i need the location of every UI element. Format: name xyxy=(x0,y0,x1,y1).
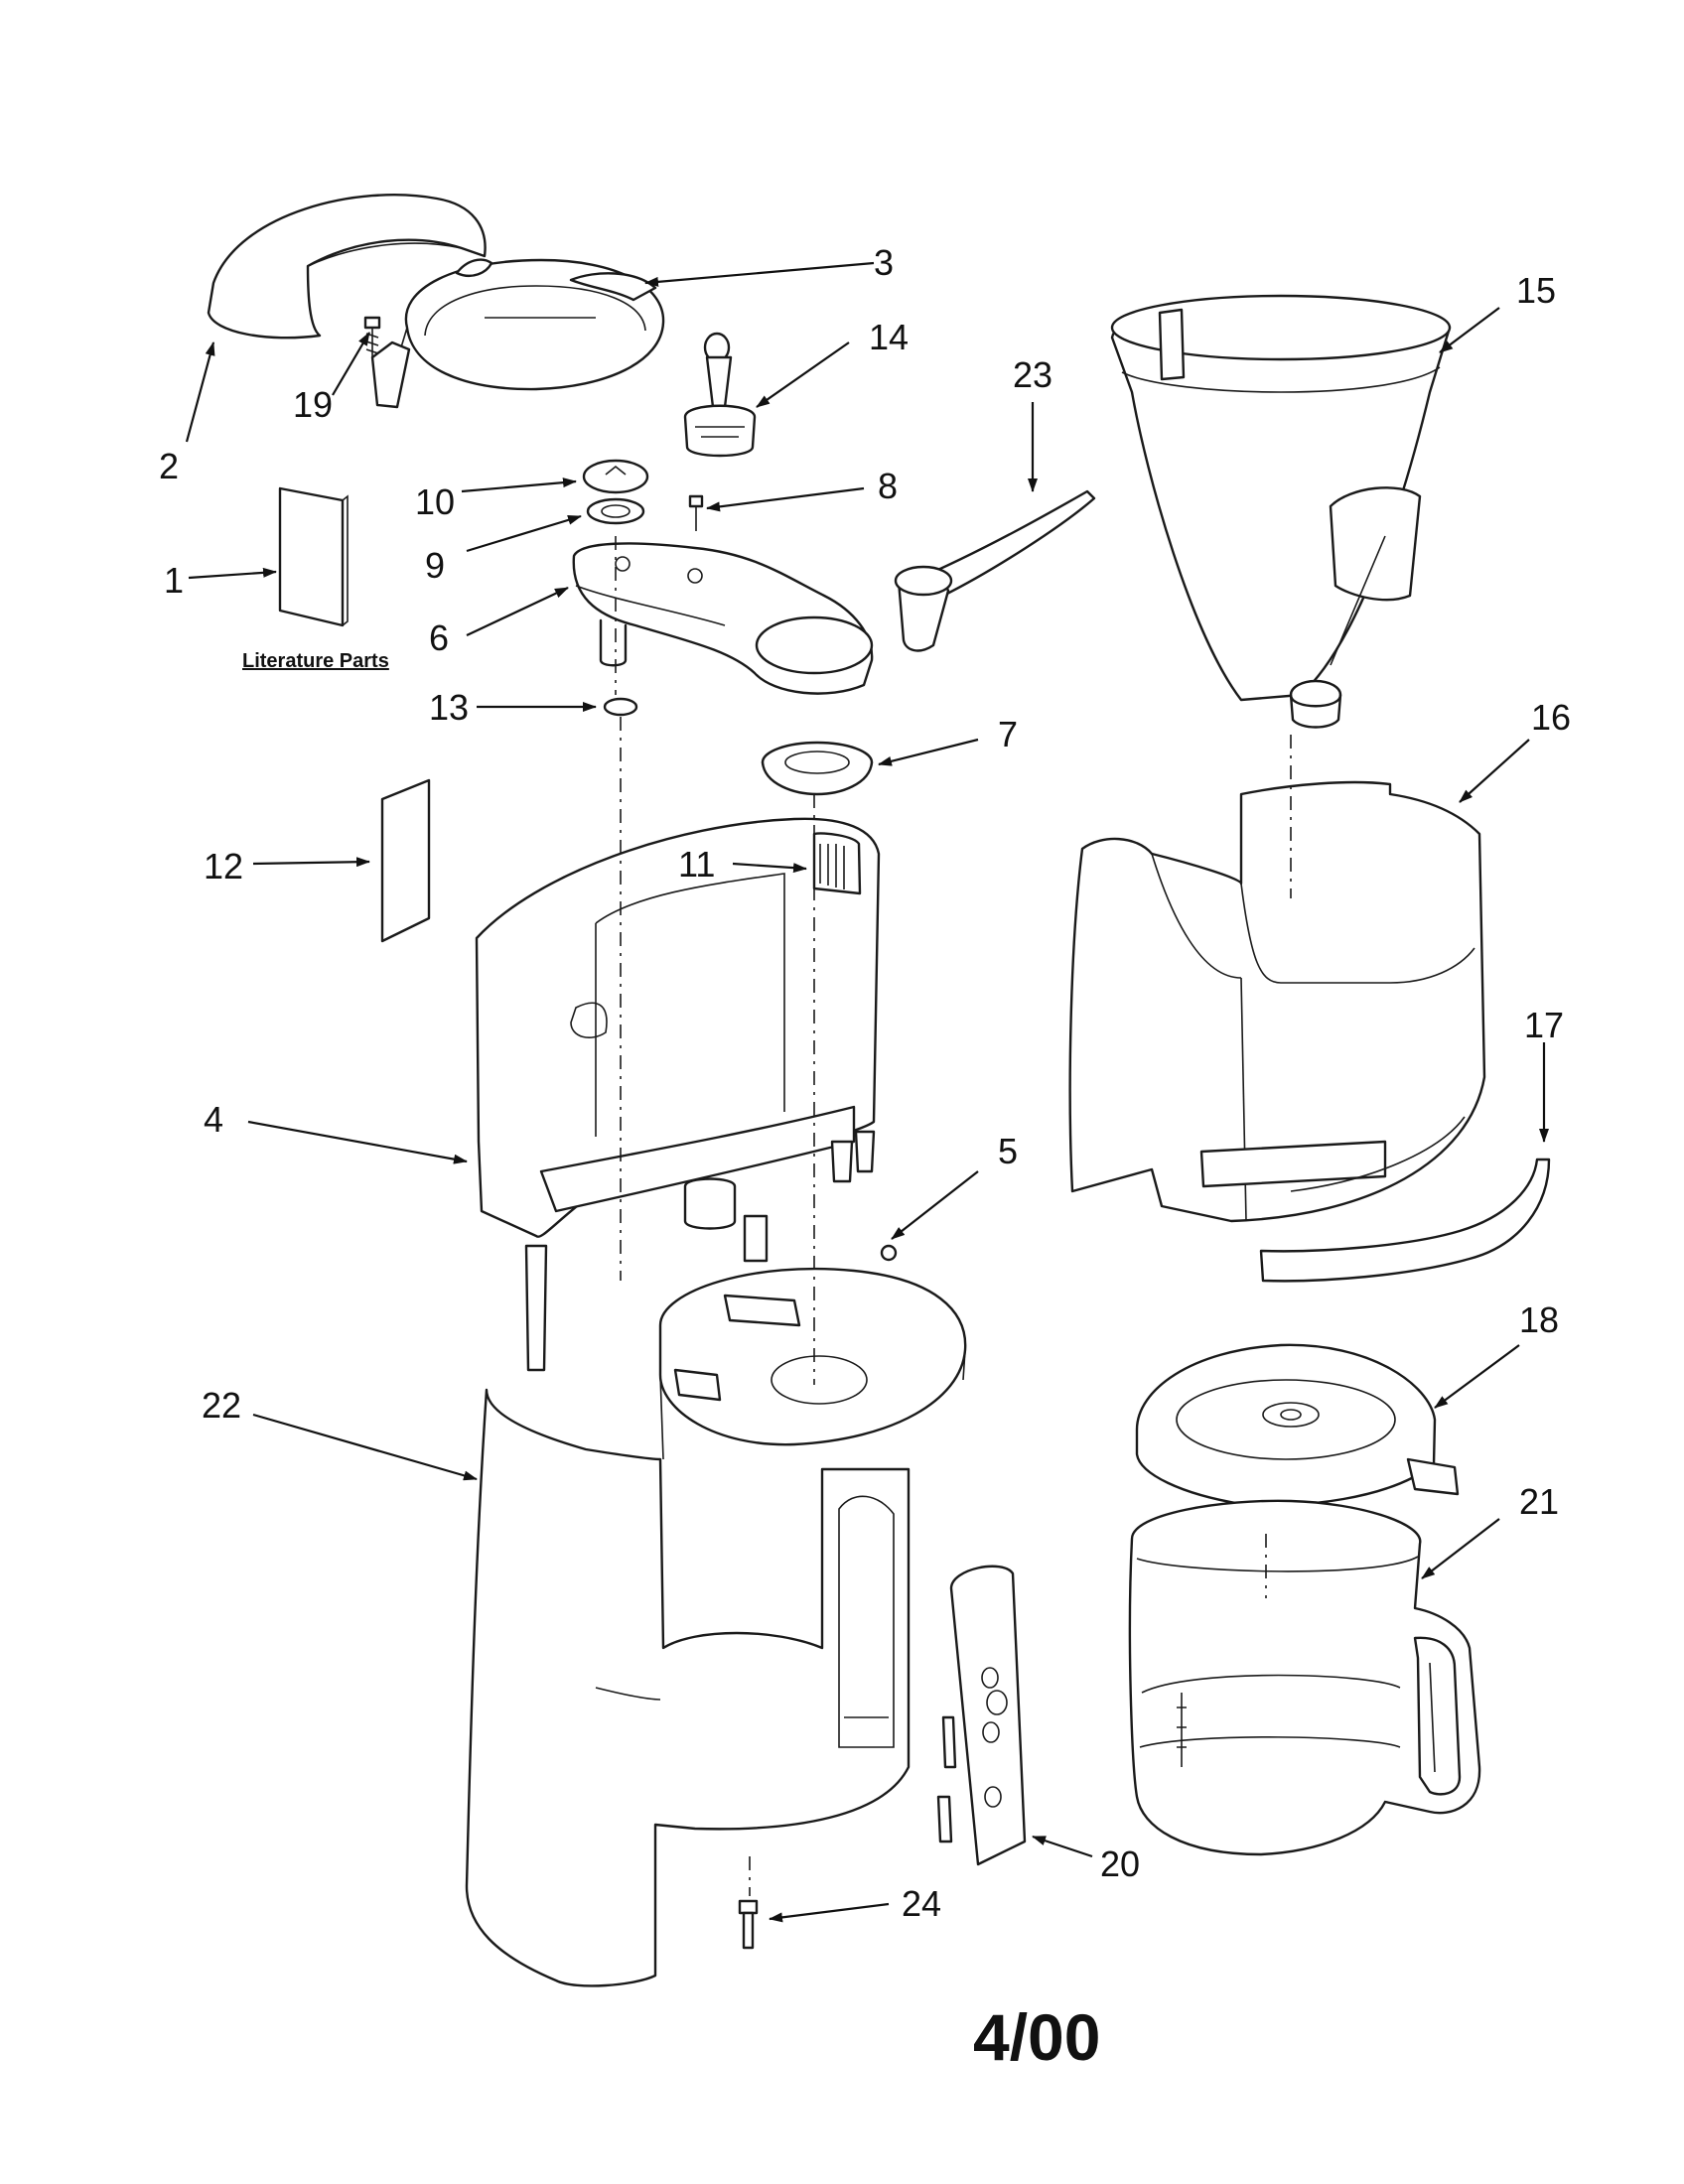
callout-11: 11 xyxy=(678,844,715,885)
callout-12: 12 xyxy=(204,846,243,887)
callout-19: 19 xyxy=(293,384,333,425)
callout-24: 24 xyxy=(902,1883,941,1924)
leader-12 xyxy=(252,857,370,868)
callout-23: 23 xyxy=(1013,354,1052,395)
leader-15 xyxy=(1439,307,1500,353)
leader-22 xyxy=(252,1413,478,1481)
part-7-dispersion-plate xyxy=(761,741,874,796)
leader-2 xyxy=(185,341,215,443)
leader-6 xyxy=(466,587,569,636)
date-code: 4/00 xyxy=(973,2000,1100,2074)
callout-13: 13 xyxy=(429,687,469,728)
callout-labels: 3 2 19 14 10 9 8 6 1 Literature Parts 13… xyxy=(159,242,1571,2074)
part-4-main-housing xyxy=(475,817,881,1372)
part-6-shower-arm xyxy=(572,542,874,695)
part-10-check-valve xyxy=(582,459,649,494)
part-9-gasket xyxy=(586,497,645,525)
part-15-filter-basket xyxy=(1110,294,1452,729)
part-23-scoop xyxy=(894,489,1096,652)
leader-1 xyxy=(188,567,277,580)
part-3-top-lid xyxy=(370,258,665,409)
callout-2: 2 xyxy=(159,446,179,486)
leader-20 xyxy=(1032,1835,1093,1858)
leader-5 xyxy=(891,1170,979,1240)
callout-10: 10 xyxy=(415,481,455,522)
assembly-axes xyxy=(615,536,1292,1896)
leader-19 xyxy=(332,332,370,396)
leader-8 xyxy=(706,486,865,512)
part-24-screw xyxy=(738,1899,759,1950)
leader-16 xyxy=(1459,739,1530,803)
callout-21: 21 xyxy=(1519,1481,1559,1522)
leader-10 xyxy=(461,478,577,493)
part-16-reservoir-cover xyxy=(1068,780,1486,1223)
callout-7: 7 xyxy=(998,714,1018,754)
part-14-valve xyxy=(683,332,757,458)
part-17-trim-band xyxy=(1259,1158,1551,1283)
callout-22: 22 xyxy=(202,1385,241,1426)
leader-4 xyxy=(247,1120,468,1164)
part-1-literature xyxy=(278,486,349,627)
callout-6: 6 xyxy=(429,617,449,658)
part-21-carafe xyxy=(1128,1499,1481,1856)
callout-17: 17 xyxy=(1524,1005,1564,1045)
callout-15: 15 xyxy=(1516,270,1556,311)
leader-24 xyxy=(769,1902,890,1923)
callout-18: 18 xyxy=(1519,1299,1559,1340)
part-20-control-panel xyxy=(936,1565,1027,1866)
part-18-carafe-lid xyxy=(1135,1343,1460,1507)
part-5-small-part xyxy=(880,1244,898,1262)
leader-7 xyxy=(878,738,979,766)
part-13-o-ring xyxy=(603,697,638,717)
leader-9 xyxy=(466,514,582,553)
leader-18 xyxy=(1434,1344,1520,1409)
leader-3 xyxy=(644,261,875,287)
leader-21 xyxy=(1421,1518,1500,1579)
part-2-side-cover xyxy=(207,194,487,340)
part-8-screw xyxy=(688,494,704,531)
callout-5: 5 xyxy=(998,1131,1018,1171)
callout-9: 9 xyxy=(425,545,445,586)
literature-parts-label: Literature Parts xyxy=(242,650,389,672)
callout-3: 3 xyxy=(874,242,894,283)
callout-1: 1 xyxy=(164,560,184,601)
part-19-screw xyxy=(363,316,381,357)
callout-14: 14 xyxy=(869,317,909,357)
callout-16: 16 xyxy=(1531,697,1571,738)
leader-11 xyxy=(732,862,807,874)
leader-14 xyxy=(756,341,850,408)
callout-4: 4 xyxy=(204,1099,223,1140)
part-12-label xyxy=(380,778,431,943)
part-22-base-column xyxy=(465,1267,967,1987)
callout-20: 20 xyxy=(1100,1843,1140,1884)
leader-lines xyxy=(185,261,1549,1923)
callout-8: 8 xyxy=(878,466,898,506)
